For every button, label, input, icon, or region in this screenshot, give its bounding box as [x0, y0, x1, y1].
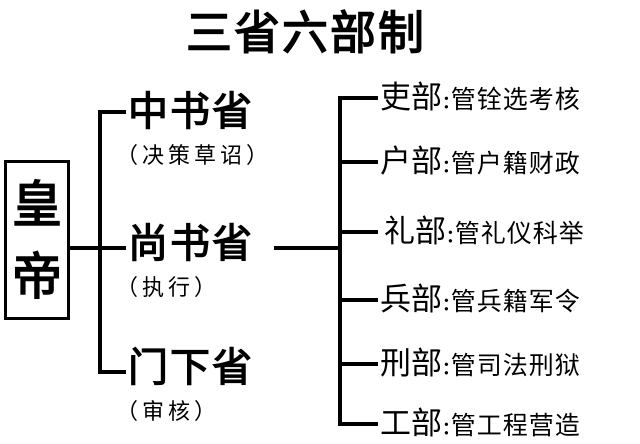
ministry-colon: : [442, 411, 451, 441]
ministry-duty: 管户籍财政 [450, 149, 581, 178]
department-zhongshu-role: （决策草诏） [116, 144, 273, 169]
ministry-bingbu: 兵部:管兵籍军令 [380, 282, 581, 320]
emperor-box: 皇 帝 [4, 160, 70, 320]
ministry-xingbu: 刑部:管司法刑狱 [380, 346, 581, 384]
ministry-colon: : [442, 149, 451, 179]
ministry-libu: 吏部:管铨选考核 [380, 80, 581, 118]
emperor-char-1: 皇 [12, 176, 62, 234]
ministry-lib: 礼部:管礼仪科举 [384, 214, 585, 252]
ministry-name: 刑部 [380, 346, 442, 382]
ministry-duty: 管兵籍军令 [450, 287, 581, 316]
ministry-name: 户部 [380, 144, 442, 180]
ministry-colon: : [446, 219, 455, 249]
ministry-duty: 管司法刑狱 [450, 351, 581, 380]
ministry-duty: 管工程营造 [450, 411, 581, 440]
diagram-title: 三省六部制 [186, 6, 426, 60]
ministry-colon: : [442, 85, 451, 115]
ministry-name: 工部 [380, 406, 442, 442]
department-shangshu-role: （执行） [116, 276, 221, 301]
ministry-duty: 管礼仪科举 [454, 219, 585, 248]
ministry-gongbu: 工部:管工程营造 [380, 406, 581, 444]
ministry-name: 吏部 [380, 80, 442, 116]
department-menxia-role: （审核） [116, 400, 221, 425]
ministry-name: 兵部 [380, 282, 442, 318]
ministry-name: 礼部 [384, 214, 446, 250]
ministry-colon: : [442, 351, 451, 381]
ministry-hubu: 户部:管户籍财政 [380, 144, 581, 182]
ministry-colon: : [442, 287, 451, 317]
ministry-duty: 管铨选考核 [450, 85, 581, 114]
department-menxia: 门下省 [128, 345, 254, 391]
department-shangshu: 尚书省 [128, 221, 254, 267]
department-zhongshu: 中书省 [128, 89, 254, 135]
emperor-char-2: 帝 [12, 248, 62, 306]
